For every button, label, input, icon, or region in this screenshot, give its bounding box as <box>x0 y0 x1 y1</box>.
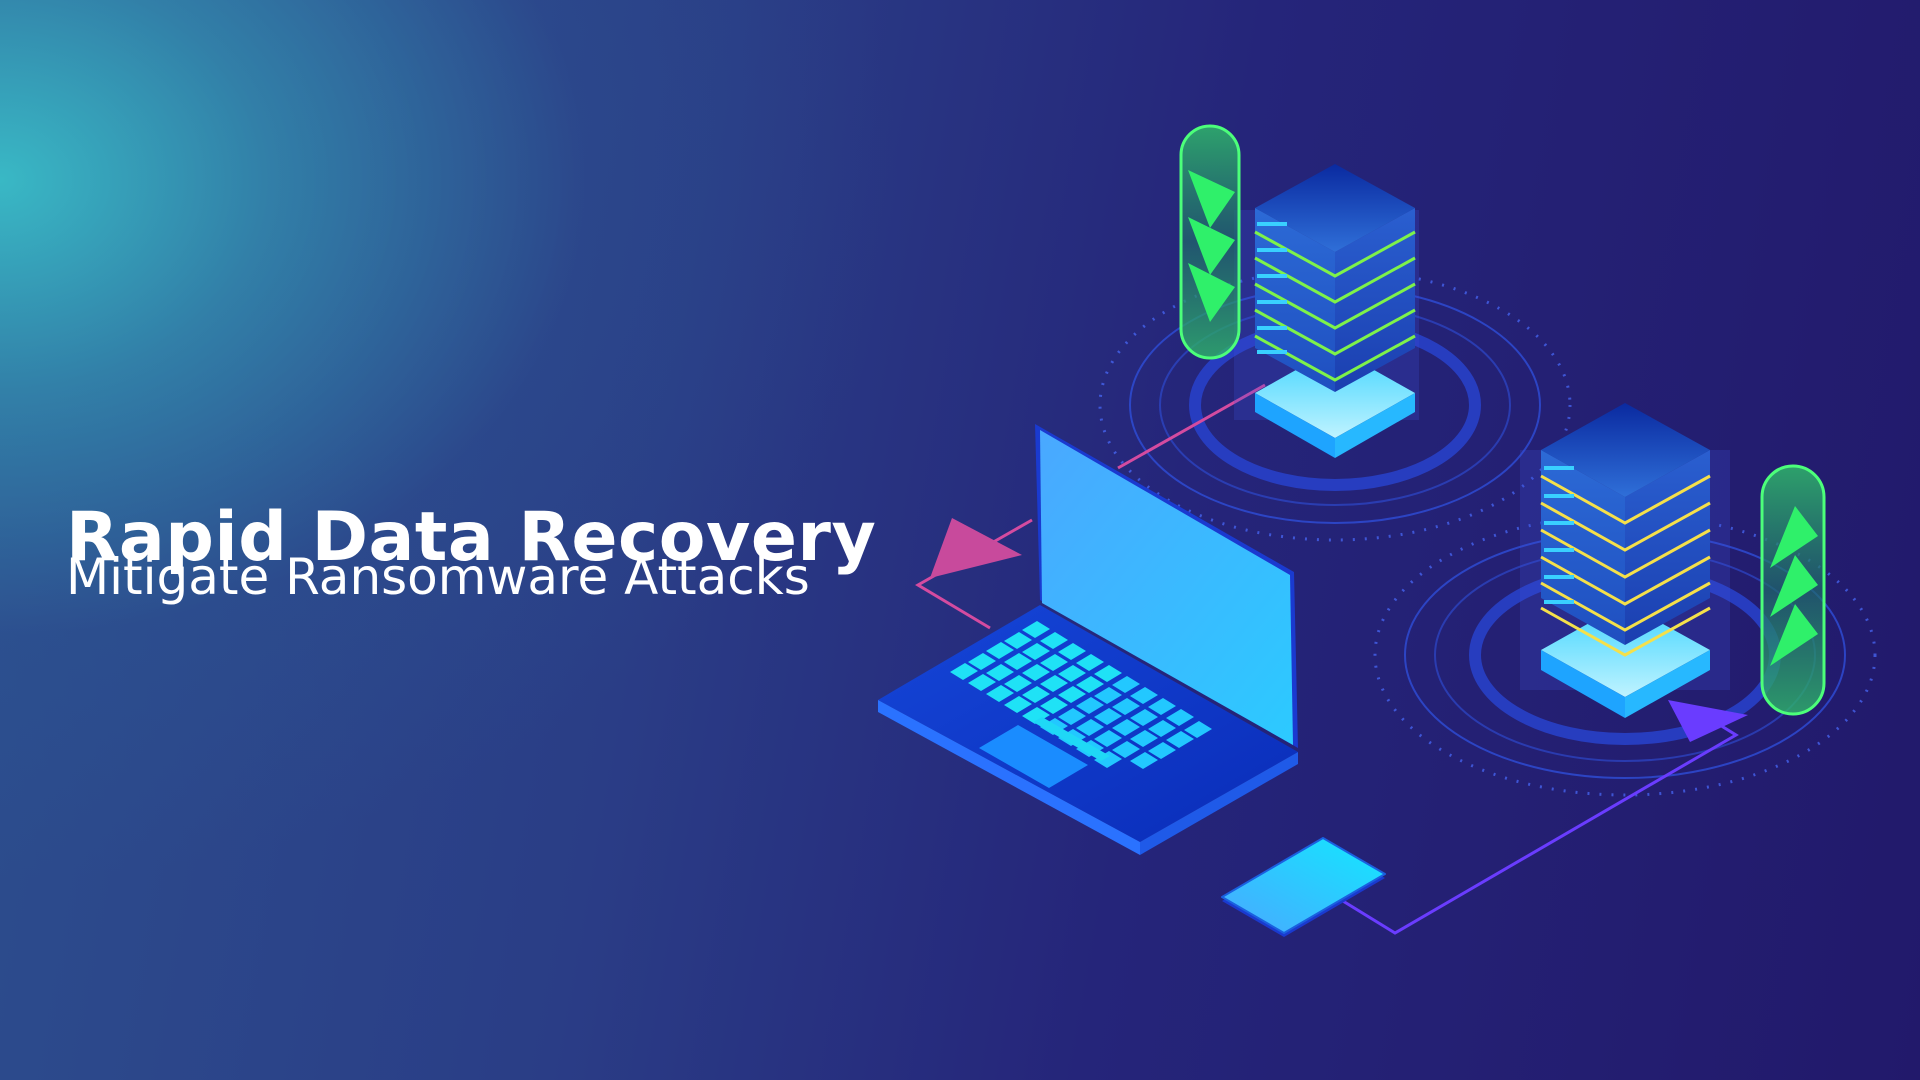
headline: Rapid Data Recovery <box>66 497 877 577</box>
arrow-up-icon <box>1770 555 1818 617</box>
connection-line-magenta <box>915 383 1266 630</box>
download-arrows-badge <box>1179 124 1241 360</box>
arrow-down-icon <box>1188 170 1235 228</box>
server-rack-yellow <box>1520 403 1730 718</box>
subheadline: Mitigate Ransomware Attacks <box>66 548 810 606</box>
upload-arrows-badge <box>1760 464 1826 716</box>
arrow-down-icon <box>1188 263 1235 322</box>
smartphone <box>1221 837 1386 937</box>
server-rack-green <box>1234 164 1419 458</box>
laptop-screen <box>1040 430 1293 745</box>
laptop-touchpad <box>979 725 1088 788</box>
arrow-up-icon <box>1770 604 1818 666</box>
purple-arrow-icon <box>1668 700 1748 742</box>
magenta-arrow-icon <box>930 518 1022 578</box>
arrow-up-icon <box>1770 506 1818 568</box>
laptop <box>878 424 1298 855</box>
arrow-down-icon <box>1188 217 1235 275</box>
connection-line-purple <box>1337 700 1748 935</box>
